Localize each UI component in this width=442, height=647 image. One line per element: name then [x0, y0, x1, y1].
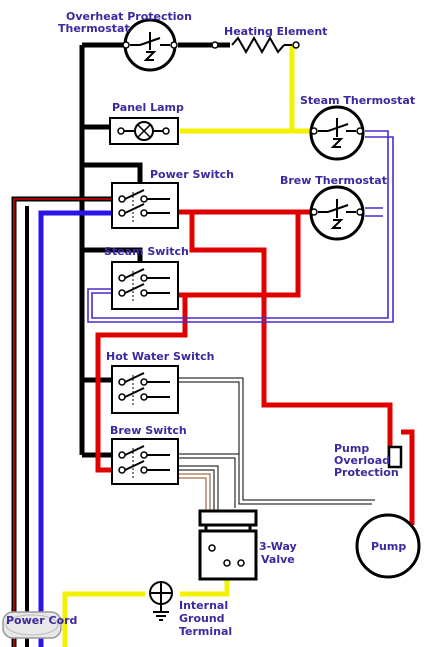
label-steam-switch: Steam Switch	[104, 245, 189, 258]
label-power-cord: Power Cord	[6, 614, 77, 627]
label-overheat-line1: Overheat Protection	[66, 10, 192, 23]
hot-water-switch	[111, 365, 179, 414]
label-pump: Pump	[371, 540, 406, 553]
pump	[355, 513, 421, 579]
overheat-thermostat	[122, 18, 178, 72]
heating-element	[211, 35, 300, 55]
white-wires	[178, 377, 375, 510]
label-power-switch: Power Switch	[150, 168, 234, 181]
label-ground-line1: Internal	[179, 599, 228, 612]
label-ground-line3: Terminal	[179, 625, 232, 638]
labels: Overheat Protection Thermostat Heating E…	[6, 10, 415, 638]
power-cord-grommet	[2, 611, 62, 639]
brown-wires	[178, 473, 211, 512]
power-cord-wires	[11, 196, 112, 647]
yellow-wires	[62, 45, 310, 647]
brew-switch	[111, 438, 179, 485]
brew-thermostat	[309, 185, 365, 241]
label-pump-overload-line3: Protection	[334, 466, 399, 479]
ground-terminal	[149, 581, 173, 621]
label-three-way-line2: Valve	[261, 553, 295, 566]
steam-thermostat	[309, 105, 365, 161]
panel-lamp	[109, 117, 179, 145]
pump-overload-protection	[387, 445, 403, 469]
label-heating-element: Heating Element	[224, 25, 327, 38]
label-ground-line2: Ground	[179, 612, 225, 625]
label-overheat-line2: Thermostat	[58, 22, 130, 35]
label-brew-thermostat: Brew Thermostat	[280, 174, 387, 187]
label-three-way-line1: 3-Way	[259, 540, 297, 553]
purple-wires	[87, 130, 394, 323]
label-hot-water-switch: Hot Water Switch	[106, 350, 214, 363]
label-steam-thermostat: Steam Thermostat	[300, 94, 415, 107]
label-pump-overload-line2: Overload	[334, 454, 390, 467]
label-brew-switch: Brew Switch	[110, 424, 187, 437]
three-way-valve	[198, 509, 258, 581]
label-panel-lamp: Panel Lamp	[112, 101, 184, 114]
steam-switch	[111, 261, 179, 310]
label-pump-overload-line1: Pump	[334, 442, 369, 455]
power-switch	[111, 182, 179, 229]
